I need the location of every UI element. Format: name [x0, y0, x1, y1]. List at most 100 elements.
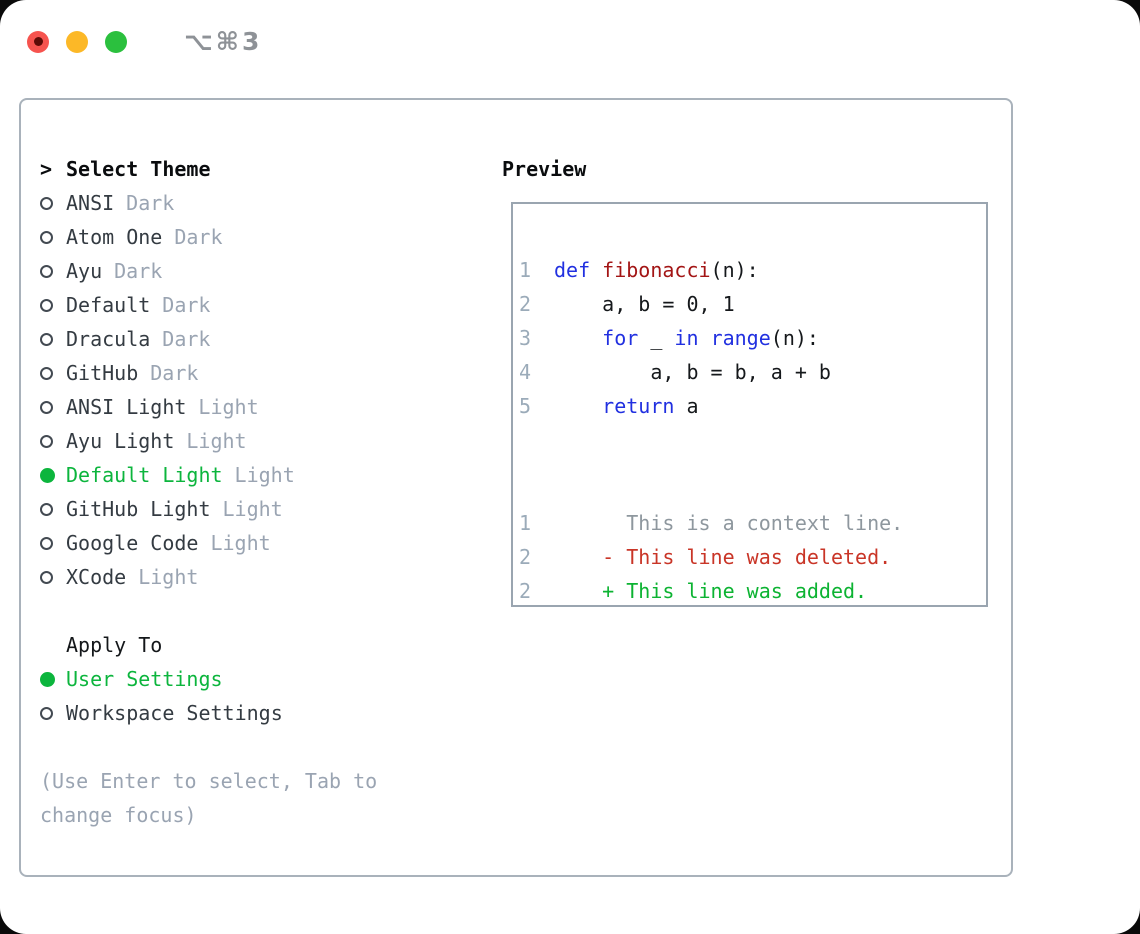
spacer — [40, 594, 495, 628]
apply-to-title: Apply To — [66, 633, 163, 657]
preview-title: Preview — [502, 157, 587, 181]
prompt-caret: > — [40, 157, 53, 181]
theme-option-ayu-light[interactable]: Ayu Light Light — [40, 424, 495, 458]
theme-option-github-light[interactable]: GitHub Light Light — [40, 492, 495, 526]
line-number: 1 — [519, 258, 532, 282]
code-token: _ — [638, 326, 675, 350]
theme-option-ayu[interactable]: Ayu Dark — [40, 254, 495, 288]
theme-name-label: Ayu Light — [66, 429, 175, 453]
code-token: in — [674, 326, 699, 350]
code-token: for — [602, 326, 639, 350]
radio-icon — [40, 230, 53, 244]
theme-name-label: Default — [66, 293, 151, 317]
apply-option-workspace-settings[interactable]: Workspace Settings — [40, 696, 495, 730]
radio-icon — [40, 706, 53, 720]
code-token — [590, 258, 602, 282]
zoom-button[interactable] — [105, 30, 127, 53]
code-token: a, b = 0, 1 — [554, 292, 735, 316]
theme-variant-label: Light — [198, 395, 259, 419]
line-number: 5 — [519, 394, 532, 418]
diff-line-context: 1 This is a context line. — [513, 506, 986, 540]
apply-to-header: Apply To — [40, 628, 495, 662]
theme-variant-label: Light — [222, 497, 283, 521]
theme-option-dracula[interactable]: Dracula Dark — [40, 322, 495, 356]
theme-variant-label: Light — [186, 429, 247, 453]
theme-variant-label: Light — [210, 531, 271, 555]
close-dot-icon — [33, 37, 43, 46]
theme-variant-label: Dark — [114, 259, 163, 283]
radio-icon — [40, 332, 53, 346]
code-line: 3 for _ in range(n): — [513, 321, 986, 355]
radio-icon — [40, 366, 53, 380]
code-line: 2 a, b = 0, 1 — [513, 287, 986, 321]
line-number: 1 — [519, 511, 532, 535]
theme-name-label: GitHub — [66, 361, 139, 385]
theme-variant-label: Light — [138, 565, 199, 589]
radio-icon — [40, 196, 53, 210]
diff-text: - This line was deleted. — [554, 545, 892, 569]
minimize-button[interactable] — [66, 30, 88, 53]
theme-variant-label: Dark — [162, 293, 211, 317]
radio-icon — [40, 400, 53, 414]
code-line: 4 a, b = b, a + b — [513, 355, 986, 389]
theme-name-label: Ayu — [66, 259, 103, 283]
code-token: a — [674, 394, 699, 418]
code-token — [699, 326, 711, 350]
diff-line-added: 2 + This line was added. — [513, 574, 986, 605]
close-button[interactable] — [27, 30, 49, 53]
radio-selected-icon — [40, 671, 55, 687]
code-token — [554, 326, 602, 350]
spacer — [40, 730, 495, 764]
theme-option-ansi-light[interactable]: ANSI Light Light — [40, 390, 495, 424]
theme-name-label: GitHub Light — [66, 497, 211, 521]
window-shortcut-label: ⌥⌘3 — [184, 27, 263, 56]
code-token: (n): — [770, 326, 819, 350]
code-token: range — [710, 326, 771, 350]
theme-name-label: Dracula — [66, 327, 151, 351]
theme-option-xcode[interactable]: XCode Light — [40, 560, 495, 594]
diff-text: This is a context line. — [554, 511, 904, 535]
radio-icon — [40, 502, 53, 516]
radio-icon — [40, 570, 53, 584]
line-number: 3 — [519, 326, 532, 350]
select-theme-title: Select Theme — [66, 157, 211, 181]
code-token — [554, 394, 602, 418]
theme-option-default[interactable]: Default Dark — [40, 288, 495, 322]
theme-option-atom-one[interactable]: Atom One Dark — [40, 220, 495, 254]
apply-option-label: User Settings — [66, 667, 223, 691]
line-number: 4 — [519, 360, 532, 384]
code-token: return — [602, 394, 675, 418]
hint-text: (Use Enter to select, Tab to change focu… — [40, 769, 378, 827]
radio-icon — [40, 298, 53, 312]
theme-variant-label: Dark — [126, 191, 175, 215]
code-token: fibonacci — [602, 258, 711, 282]
select-theme-header: > Select Theme — [40, 152, 495, 186]
radio-selected-icon — [40, 467, 55, 483]
theme-name-label: ANSI Light — [66, 395, 187, 419]
apply-option-user-settings[interactable]: User Settings — [40, 662, 495, 696]
radio-icon — [40, 434, 53, 448]
code-line: 5 return a — [513, 389, 986, 423]
theme-variant-label: Dark — [174, 225, 223, 249]
line-number: 2 — [519, 292, 532, 316]
code-token: (n): — [710, 258, 759, 282]
diff-preview: 1 This is a context line. 2 - This line w… — [513, 457, 986, 605]
line-number: 2 — [519, 579, 532, 603]
theme-name-label: XCode — [66, 565, 127, 589]
diff-text: + This line was added. — [554, 579, 868, 603]
theme-option-ansi[interactable]: ANSI Dark — [40, 186, 495, 220]
theme-variant-label: Light — [234, 463, 295, 487]
line-number: 2 — [519, 545, 532, 569]
theme-variant-label: Dark — [162, 327, 211, 351]
theme-name-label: ANSI — [66, 191, 115, 215]
theme-name-label: Atom One — [66, 225, 163, 249]
